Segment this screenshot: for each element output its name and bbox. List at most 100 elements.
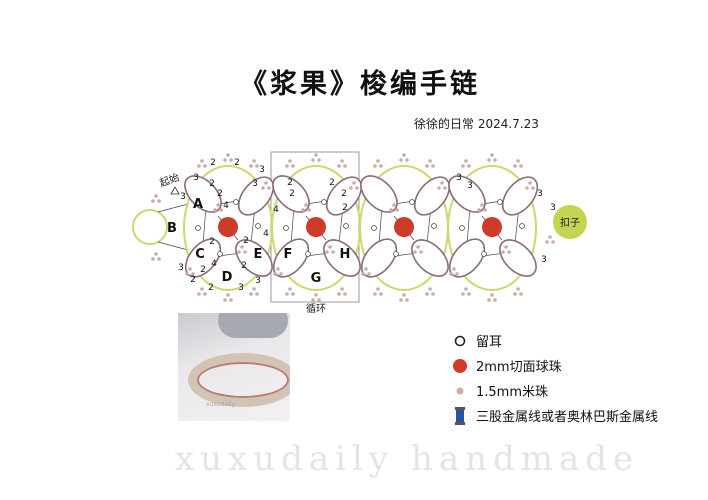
seed-bead xyxy=(273,272,277,276)
page-title: 《浆果》梭编手链 xyxy=(240,69,480,100)
seed-bead xyxy=(343,164,347,168)
seed-bead xyxy=(252,159,256,163)
seed-bead xyxy=(285,164,289,168)
stitch-count: 2 xyxy=(289,189,295,199)
seed-bead xyxy=(405,298,409,302)
inner-oval xyxy=(360,175,398,213)
seed-bead xyxy=(223,298,227,302)
seed-bead xyxy=(191,272,195,276)
seed-bead xyxy=(243,250,247,254)
seed-bead xyxy=(343,292,347,296)
inner-oval xyxy=(448,175,486,213)
inner-oval xyxy=(499,239,537,277)
seed-bead xyxy=(307,208,311,212)
seed-bead xyxy=(399,158,403,162)
inner-oval xyxy=(411,239,449,277)
seed-bead xyxy=(525,186,529,190)
stitch-count: 3 xyxy=(252,179,258,189)
seed-bead xyxy=(157,257,161,261)
stitch-count: 2 xyxy=(341,189,347,199)
stitch-count: 2 xyxy=(241,261,247,271)
inner-oval xyxy=(184,175,222,213)
seed-bead xyxy=(355,186,359,190)
inner-oval xyxy=(360,238,398,278)
diagram-watermark: xuxudaily handmade xyxy=(175,439,639,479)
inner-oval xyxy=(272,238,310,278)
stitch-count: 3 xyxy=(180,192,186,202)
red-bead xyxy=(482,217,502,237)
inner-oval xyxy=(501,176,539,216)
clasp xyxy=(553,205,587,239)
seed-bead xyxy=(507,250,511,254)
picot-ring xyxy=(321,199,327,205)
seed-bead xyxy=(261,186,265,190)
seed-bead xyxy=(440,181,444,185)
seed-bead xyxy=(304,203,308,207)
seed-bead xyxy=(419,250,423,254)
seed-bead xyxy=(188,267,192,271)
legend-label: 留耳 xyxy=(476,335,503,350)
bracelet-photo: xuxudaily xyxy=(178,313,290,421)
stitch-count: 3 xyxy=(255,276,261,286)
seed-bead xyxy=(513,164,517,168)
seed-bead-icon xyxy=(456,387,464,394)
picot-ring xyxy=(409,199,415,205)
inner-oval xyxy=(237,176,275,216)
seed-bead xyxy=(240,245,244,249)
seed-bead xyxy=(288,159,292,163)
seed-bead xyxy=(200,159,204,163)
seed-bead xyxy=(325,250,329,254)
picot-ring xyxy=(519,223,525,229)
seed-bead xyxy=(364,267,368,271)
legend-item: 留耳 xyxy=(452,328,658,353)
stitch-count: 2 xyxy=(243,236,249,246)
section-letter-F: F xyxy=(284,247,293,262)
picot-ring xyxy=(431,223,437,229)
seed-bead xyxy=(311,158,315,162)
seed-bead xyxy=(216,203,220,207)
stitch-count: 2 xyxy=(234,158,240,168)
seed-bead xyxy=(229,298,233,302)
inner-oval xyxy=(448,238,486,278)
red-bead xyxy=(218,217,238,237)
stitch-count: 3 xyxy=(550,203,556,213)
picot-ring xyxy=(195,225,201,231)
loop-label: 循环 xyxy=(306,302,326,315)
seed-bead xyxy=(551,240,555,244)
seed-bead xyxy=(328,245,332,249)
seed-bead xyxy=(402,153,406,157)
seed-bead xyxy=(490,293,494,297)
seed-bead xyxy=(425,164,429,168)
legend-item: 2mm切面球珠 xyxy=(452,353,658,378)
seed-bead xyxy=(279,272,283,276)
section-letter-G: G xyxy=(311,271,322,286)
seed-bead xyxy=(467,292,471,296)
stitch-count: 2 xyxy=(200,265,206,275)
seed-bead xyxy=(513,292,517,296)
section-letter-C: C xyxy=(195,247,205,262)
stitch-count: 2 xyxy=(329,178,335,188)
stitch-count: 3 xyxy=(541,255,547,265)
seed-bead xyxy=(376,159,380,163)
seed-bead xyxy=(528,181,532,185)
seed-bead xyxy=(203,164,207,168)
seed-bead xyxy=(545,240,549,244)
seed-bead xyxy=(151,199,155,203)
stitch-count: 4 xyxy=(211,259,217,269)
seed-bead xyxy=(237,250,241,254)
seed-bead xyxy=(501,250,505,254)
legend-label: 1.5mm米珠 xyxy=(476,385,549,400)
stitch-count: 3 xyxy=(238,283,244,293)
hand-shape xyxy=(218,313,288,338)
seed-bead xyxy=(395,208,399,212)
seed-bead xyxy=(267,186,271,190)
stitch-count: 3 xyxy=(178,263,184,273)
picot-ring xyxy=(283,225,289,231)
ring-icon xyxy=(454,335,466,346)
inner-oval xyxy=(323,239,361,277)
seed-bead xyxy=(229,158,233,162)
seed-bead xyxy=(416,245,420,249)
legend: 留耳 2mm切面球珠 1.5mm米珠 三股金属线或者奥林巴斯金属线 xyxy=(452,328,658,428)
seed-bead xyxy=(443,186,447,190)
